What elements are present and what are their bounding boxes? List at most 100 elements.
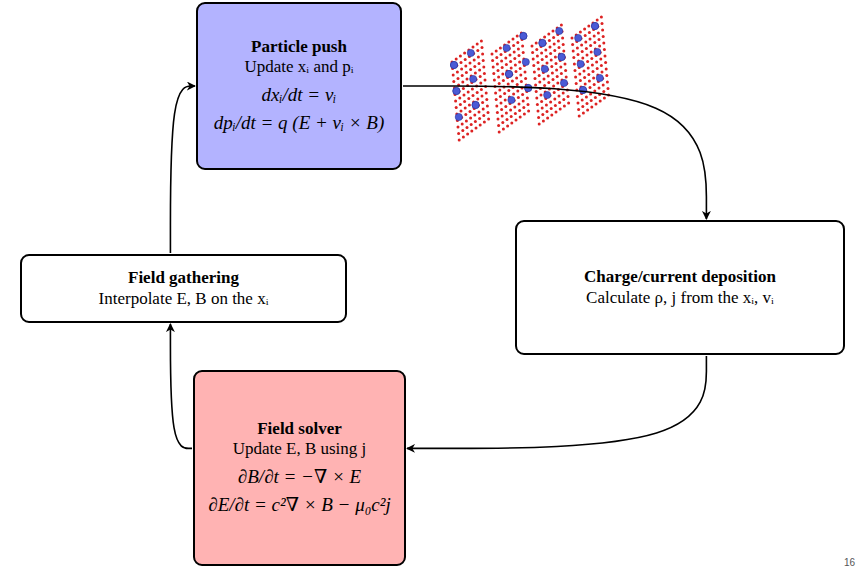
- grid-dot: [476, 98, 479, 101]
- particle: [539, 39, 546, 46]
- grid-dot: [483, 72, 486, 75]
- particle: [508, 96, 515, 103]
- grid-dot: [468, 104, 471, 107]
- grid-dot: [596, 67, 599, 70]
- grid-dot: [480, 40, 483, 43]
- particle: [505, 70, 512, 77]
- grid-dot: [464, 107, 467, 110]
- grid-dot: [524, 71, 527, 74]
- grid-dot: [483, 121, 486, 124]
- grid-dot: [601, 29, 604, 32]
- grid-dot: [495, 105, 498, 108]
- grid-dot: [461, 129, 464, 132]
- grid-dot: [465, 71, 468, 74]
- grid-dot: [473, 114, 476, 117]
- grid-dot: [515, 119, 518, 122]
- grid-dot: [512, 44, 515, 47]
- grid-dot: [589, 38, 592, 41]
- grid-dot: [553, 98, 556, 101]
- grid-dot: [487, 111, 490, 114]
- particle: [450, 61, 457, 68]
- grid-dot: [556, 82, 559, 85]
- grid-dot: [487, 118, 490, 121]
- grid-dot: [600, 16, 603, 19]
- grid-dot: [510, 122, 513, 125]
- grid-dot: [557, 40, 560, 43]
- grid-dot: [587, 73, 590, 76]
- grid-dot: [518, 54, 521, 57]
- grid-dot: [519, 74, 522, 77]
- grid-dot: [558, 46, 561, 49]
- grid-dot: [551, 72, 554, 75]
- grid-dot: [598, 87, 601, 90]
- grid-dot: [500, 60, 503, 63]
- grid-dot: [509, 60, 512, 63]
- particle: [591, 22, 598, 29]
- grid-dot: [475, 127, 478, 130]
- grid-dot: [492, 72, 495, 75]
- grid-dot: [506, 125, 509, 128]
- grid-dot: [515, 77, 518, 80]
- grid-dot: [552, 85, 555, 88]
- grid-dot: [495, 56, 498, 59]
- grid-dot: [459, 55, 462, 58]
- grid-dot: [577, 102, 580, 105]
- grid-dot: [496, 63, 499, 66]
- grid-dot: [593, 35, 596, 38]
- grid-dot: [502, 79, 505, 82]
- grid-dot: [505, 63, 508, 66]
- grid-dot: [478, 62, 481, 65]
- grid-dot: [553, 91, 556, 94]
- grid-dot: [469, 110, 472, 113]
- grid-dot: [590, 57, 593, 60]
- grid-dot: [537, 116, 540, 119]
- grid-dot: [537, 61, 540, 64]
- grid-dot: [513, 57, 516, 60]
- grid-dot: [586, 54, 589, 57]
- grid-dot: [464, 113, 467, 116]
- grid-dot: [498, 131, 501, 134]
- grid-dot: [472, 46, 475, 49]
- grid-dot: [481, 101, 484, 104]
- grid-dot: [602, 35, 605, 38]
- particle: [558, 53, 565, 60]
- grid-dot: [497, 76, 500, 79]
- grid-dot: [547, 33, 550, 36]
- grid-dot: [567, 102, 570, 105]
- grid-dot: [541, 107, 544, 110]
- process-box: Particle pushUpdate xᵢ and pᵢdxᵢ/dt = vᵢ…: [196, 2, 402, 170]
- cycle-arrow: [170, 324, 192, 448]
- grid-dot: [500, 108, 503, 111]
- process-box: Charge/current depositionCalculate ρ, j …: [515, 220, 845, 355]
- grid-dot: [527, 110, 530, 113]
- grid-dot: [580, 44, 583, 47]
- grid-dot: [546, 62, 549, 65]
- box-heading: Particle push: [251, 37, 347, 57]
- grid-dot: [577, 108, 580, 111]
- grid-dot: [579, 31, 582, 34]
- grid-dot: [554, 104, 557, 107]
- grid-dot: [552, 78, 555, 81]
- grid-dot: [462, 136, 465, 139]
- grid-dot: [581, 105, 584, 108]
- grid-dot: [482, 66, 485, 69]
- box-text: Update xᵢ and pᵢ: [245, 57, 354, 77]
- grid-dot: [461, 81, 464, 84]
- grid-dot: [505, 112, 508, 115]
- grid-dot: [531, 51, 534, 54]
- grid-dot: [518, 61, 521, 64]
- grid-dot: [583, 76, 586, 79]
- grid-dot: [576, 47, 579, 50]
- grid-dot: [564, 63, 567, 66]
- grid-dot: [578, 73, 581, 76]
- grid-dot: [543, 78, 546, 81]
- grid-dot: [582, 112, 585, 115]
- grid-dot: [491, 59, 494, 62]
- grid-dot: [584, 41, 587, 44]
- grid-dot: [595, 61, 598, 64]
- grid-dot: [476, 49, 479, 52]
- grid-dot: [579, 79, 582, 82]
- grid-dot: [510, 115, 513, 118]
- grid-dot: [576, 95, 579, 98]
- grid-dot: [535, 42, 538, 45]
